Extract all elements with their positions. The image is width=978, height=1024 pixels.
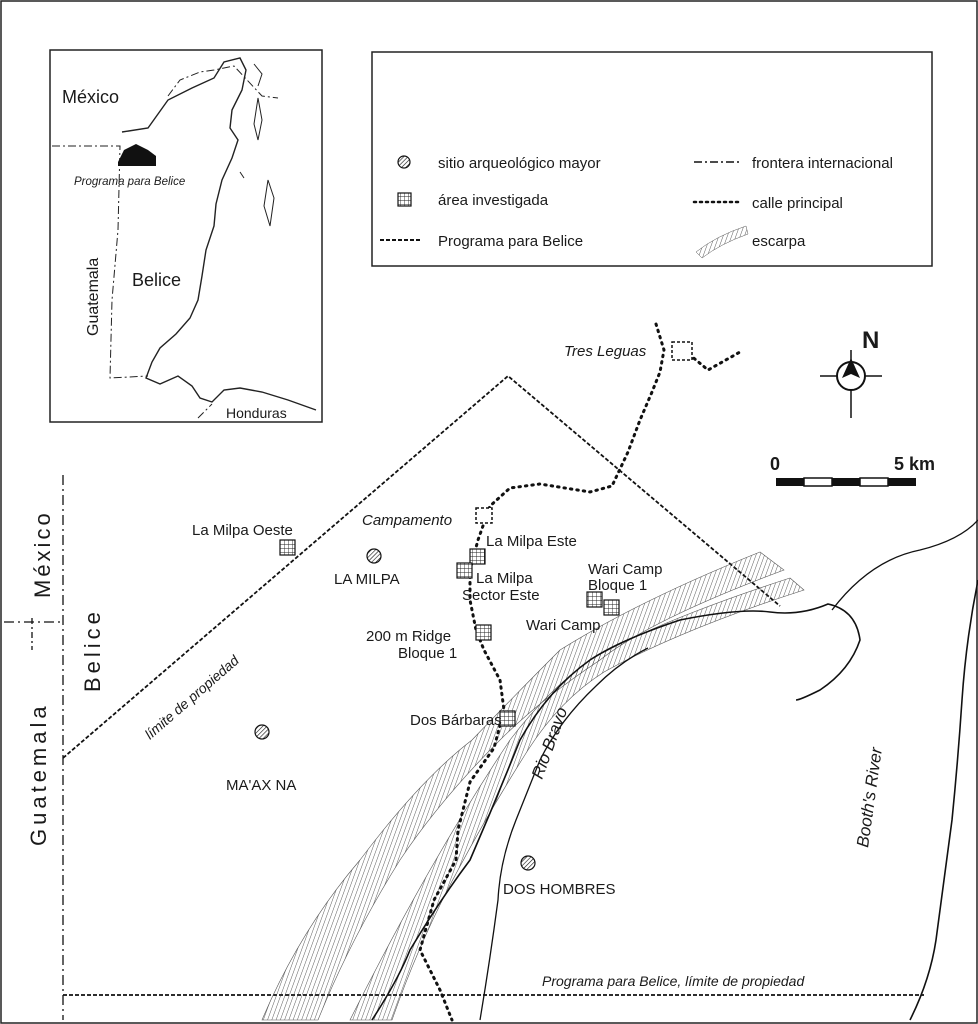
property-limit-label: límite de propiedad bbox=[141, 651, 242, 742]
dos-hombres-label: DOS HOMBRES bbox=[503, 881, 616, 898]
inset-border-honduras bbox=[197, 403, 213, 419]
rio-bravo bbox=[371, 603, 861, 1021]
booths-river-label: Booth's River bbox=[853, 745, 886, 849]
program-property-limit-label: Programa para Belice, límite de propieda… bbox=[542, 973, 805, 989]
tres-leguas-label: Tres Leguas bbox=[564, 343, 647, 360]
booths-tributary bbox=[831, 519, 978, 611]
property-boundary bbox=[62, 374, 781, 759]
inset-cay bbox=[263, 179, 275, 227]
inset-label-honduras: Honduras bbox=[226, 405, 287, 421]
legend-major-site: sitio arqueológico mayor bbox=[438, 155, 601, 172]
campamento-label: Campamento bbox=[362, 512, 452, 529]
la-milpa-oeste-label: La Milpa Oeste bbox=[192, 522, 293, 539]
legend-frame bbox=[371, 51, 933, 267]
inset-coastline bbox=[121, 57, 317, 411]
legend-program-boundary: Programa para Belice bbox=[438, 233, 583, 250]
legend: sitio arqueológico mayor área investigad… bbox=[371, 51, 933, 267]
la-milpa-sector-este-label-1: La Milpa bbox=[476, 570, 533, 587]
legend-escarp-symbol bbox=[695, 225, 749, 259]
ridge-marker bbox=[475, 624, 492, 641]
inset-label-guatemala: Guatemala bbox=[85, 258, 102, 336]
inset-label-belize: Belice bbox=[132, 270, 181, 290]
inset-label-mexico: México bbox=[62, 87, 119, 107]
inset-cay bbox=[253, 97, 263, 141]
inset-cay bbox=[239, 171, 245, 179]
inset-program-area bbox=[118, 144, 156, 166]
maax-na-label: MA'AX NA bbox=[226, 777, 296, 794]
legend-escarpment: escarpa bbox=[752, 233, 806, 250]
legend-investigated-area: área investigada bbox=[438, 192, 549, 209]
booths-river bbox=[909, 579, 978, 1021]
inset-label-program: Programa para Belice bbox=[74, 176, 185, 188]
scale-min-label: 0 bbox=[770, 454, 780, 474]
la-milpa-label: LA MILPA bbox=[334, 571, 400, 588]
ridge-label-2: Bloque 1 bbox=[398, 645, 457, 662]
north-arrow-pointer bbox=[842, 358, 860, 378]
la-milpa-sector-este-label-2: Sector Este bbox=[462, 587, 540, 604]
north-label: N bbox=[862, 327, 879, 354]
inset-frame bbox=[49, 49, 323, 423]
wari-camp-bloque-1-label-1: Wari Camp bbox=[588, 561, 662, 578]
ridge-label-1: 200 m Ridge bbox=[366, 628, 451, 645]
legend-main-road: calle principal bbox=[752, 195, 843, 212]
inset-cay bbox=[253, 63, 263, 87]
road-branch bbox=[682, 348, 742, 372]
scale-seg-4 bbox=[859, 477, 889, 487]
la-milpa-este-marker bbox=[469, 548, 486, 565]
tres-leguas-symbol bbox=[671, 341, 693, 361]
escarpment-west bbox=[261, 551, 785, 1021]
inset-map: México Belice Honduras Guatemala Program… bbox=[49, 49, 323, 423]
la-milpa-oeste-marker bbox=[279, 539, 296, 556]
wari-camp-bloque-1-marker bbox=[586, 591, 603, 608]
scale-seg-1 bbox=[776, 478, 804, 486]
legend-area-symbol bbox=[397, 192, 412, 207]
maax-na-marker bbox=[254, 724, 270, 740]
inset-border-mexico bbox=[167, 65, 279, 99]
border-label-guatemala: Guatemala bbox=[26, 702, 51, 846]
legend-intl-border: frontera internacional bbox=[752, 155, 893, 172]
inset-border-guatemala bbox=[52, 145, 149, 379]
border-label-belize: Belice bbox=[80, 608, 105, 692]
scale-seg-5 bbox=[888, 478, 916, 486]
escarpment-east bbox=[349, 577, 805, 1021]
legend-site-symbol bbox=[397, 155, 411, 169]
la-milpa-marker bbox=[366, 548, 382, 564]
scale-bar: 0 5 km bbox=[770, 454, 935, 487]
wari-camp-marker bbox=[603, 599, 620, 616]
campamento-symbol bbox=[475, 507, 493, 524]
dos-hombres-marker bbox=[520, 855, 536, 871]
scale-seg-3 bbox=[832, 478, 860, 486]
wari-camp-label: Wari Camp bbox=[526, 617, 600, 634]
border-label-mexico: México bbox=[30, 510, 55, 598]
wari-camp-bloque-1-label-2: Bloque 1 bbox=[588, 577, 647, 594]
scale-seg-2 bbox=[803, 477, 833, 487]
la-milpa-sector-este-marker bbox=[456, 562, 473, 579]
north-arrow: N bbox=[820, 327, 882, 418]
la-milpa-este-label: La Milpa Este bbox=[486, 533, 577, 550]
main-road bbox=[418, 322, 666, 1022]
scale-max-label: 5 km bbox=[894, 454, 935, 474]
dos-barbaras-label: Dos Bárbaras bbox=[410, 712, 502, 729]
rio-bravo-bank bbox=[479, 647, 649, 1021]
dos-barbaras-marker bbox=[499, 710, 516, 727]
